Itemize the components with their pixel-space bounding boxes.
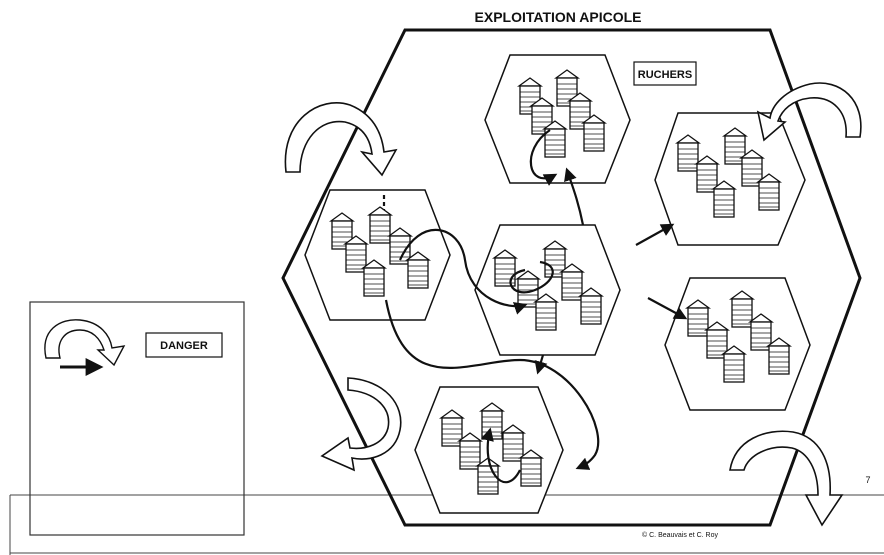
beehive-icon bbox=[767, 337, 791, 375]
beehive-icon bbox=[362, 259, 386, 297]
apiaries-label-box: RUCHERS bbox=[633, 61, 697, 86]
path-center-to-top bbox=[564, 167, 585, 226]
beehive-icon bbox=[560, 263, 584, 301]
apiary-top bbox=[484, 54, 631, 184]
beehive-icon bbox=[749, 313, 773, 351]
beehive-icon bbox=[534, 293, 558, 331]
beehive-icon bbox=[368, 206, 392, 244]
beehive-icon bbox=[493, 249, 517, 287]
beehive-icon bbox=[501, 424, 525, 462]
beehive-icon bbox=[344, 235, 368, 273]
apiaries-label: RUCHERS bbox=[638, 69, 692, 81]
path-left-to-center bbox=[398, 228, 528, 315]
arrow-center-to-bottom bbox=[534, 354, 548, 375]
movement-paths bbox=[382, 129, 688, 484]
beehive-icon bbox=[722, 345, 746, 383]
curved-arrow-icon bbox=[44, 319, 126, 367]
diagram-title: EXPLOITATION APICOLE bbox=[475, 9, 642, 25]
loop-top bbox=[529, 129, 558, 186]
path-left-to-bottom bbox=[384, 299, 600, 470]
beehive-icon bbox=[757, 173, 781, 211]
farm-hexagon bbox=[281, 28, 862, 527]
arrow-to-right-top bbox=[635, 223, 675, 246]
curved-arrows bbox=[284, 82, 862, 527]
curved-arrow-icon bbox=[756, 82, 862, 142]
beehive-icon bbox=[543, 120, 567, 158]
curved-arrow-icon bbox=[729, 430, 844, 527]
apiary-center bbox=[474, 224, 621, 356]
beehive-icon bbox=[519, 449, 543, 487]
copyright: © C. Beauvais et C. Roy bbox=[642, 531, 718, 539]
loop-bottom bbox=[481, 427, 521, 484]
beehive-icon bbox=[480, 402, 504, 440]
beehive-icon bbox=[406, 251, 430, 289]
beehive-icon bbox=[458, 432, 482, 470]
curved-arrow-icon bbox=[320, 377, 402, 472]
beehive-icon bbox=[676, 134, 700, 172]
beehive-icon bbox=[695, 155, 719, 193]
danger-label-box bbox=[145, 332, 223, 358]
beehive-icon bbox=[579, 287, 603, 325]
danger-label: DANGER bbox=[160, 340, 208, 352]
legend-box: DANGER bbox=[29, 301, 245, 536]
beehive-icon bbox=[712, 180, 736, 218]
loop-center bbox=[509, 260, 554, 294]
page-number: 7 bbox=[865, 475, 870, 485]
curved-arrow-icon bbox=[284, 102, 398, 177]
arrow-to-right-bottom bbox=[647, 297, 688, 320]
beehive-icon bbox=[582, 114, 606, 152]
